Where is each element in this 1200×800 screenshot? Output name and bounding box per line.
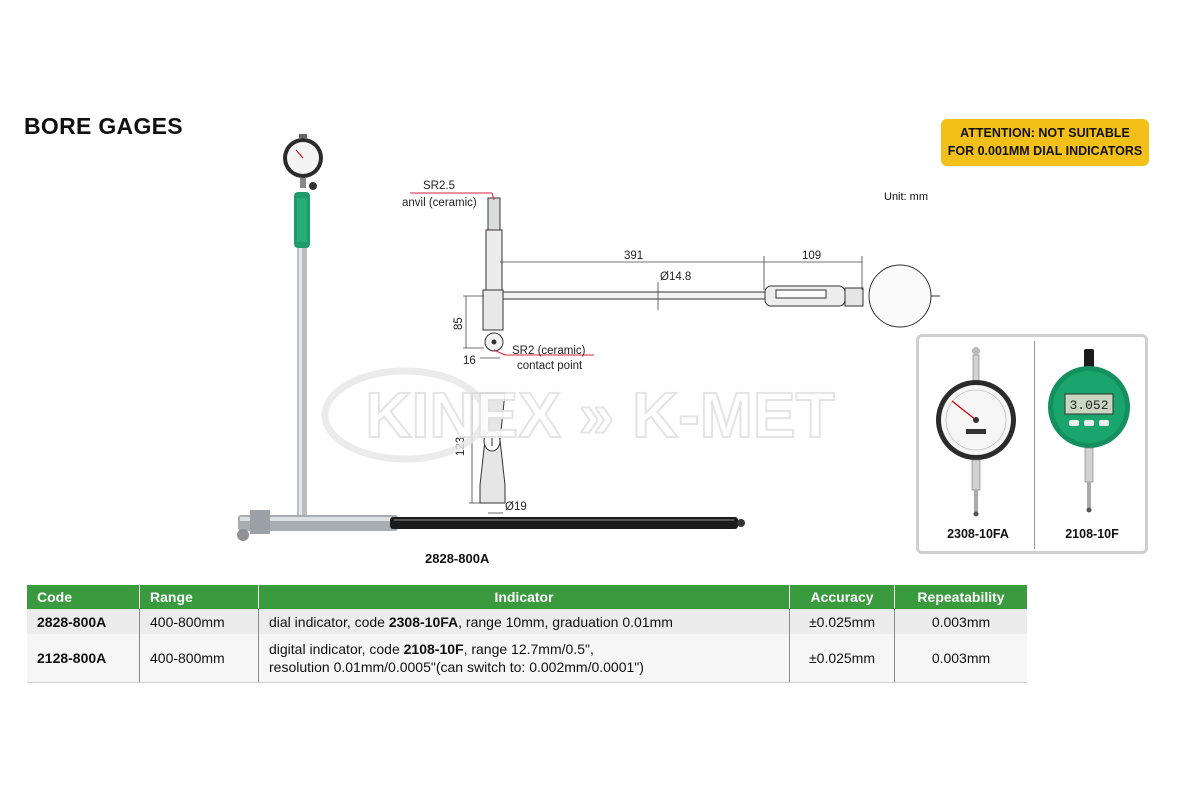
length-handle-dim: 109 [802, 250, 821, 262]
header-code: Code [27, 585, 140, 609]
header-repeatability: Repeatability [894, 585, 1027, 609]
dial-indicator-label: 2308-10FA [947, 527, 1009, 541]
digital-indicator-image: 3.052 [1048, 349, 1130, 513]
header-range: Range [139, 585, 259, 609]
cell-indicator: digital indicator, code 2108-10F, range … [258, 634, 790, 683]
digital-indicator-label: 2108-10F [1065, 527, 1119, 541]
table-row: 2828-800A 400-800mm dial indicator, code… [27, 609, 1027, 634]
divider [1034, 341, 1035, 549]
body-diameter-dim: Ø19 [505, 501, 527, 513]
attention-line-2: FOR 0.001MM DIAL INDICATORS [947, 144, 1143, 158]
digital-display: 3.052 [1069, 398, 1108, 413]
table-row: 2128-800A 400-800mm digital indicator, c… [27, 634, 1027, 683]
header-indicator: Indicator [258, 585, 790, 609]
cell-code: 2828-800A [27, 609, 140, 634]
cell-range: 400-800mm [139, 609, 259, 634]
anvil-dim: SR2.5 [423, 180, 455, 192]
anvil-label: anvil (ceramic) [402, 197, 477, 209]
spec-table: Code Range Indicator Accuracy Repeatabil… [27, 585, 1027, 683]
table-header-row: Code Range Indicator Accuracy Repeatabil… [27, 585, 1027, 609]
dimension-leaders [410, 192, 594, 356]
body-section [479, 392, 506, 504]
cell-code: 2128-800A [27, 634, 140, 683]
attention-line-1: ATTENTION: NOT SUITABLE [960, 126, 1130, 140]
contact-dim: SR2 (ceramic) [512, 345, 586, 357]
attention-badge: ATTENTION: NOT SUITABLE FOR 0.001MM DIAL… [941, 119, 1149, 166]
indicator-images: 3.052 2308-10FA 2108-10F [916, 334, 1148, 554]
body-height-dim: 123 [455, 437, 467, 456]
cell-indicator: dial indicator, code 2308-10FA, range 10… [258, 609, 790, 634]
head-height-dim: 85 [453, 317, 465, 330]
header-accuracy: Accuracy [789, 585, 895, 609]
cell-accuracy: ±0.025mm [789, 634, 895, 683]
indicator-drawings: 3.052 [936, 347, 1130, 517]
contact-label: contact point [517, 360, 583, 372]
unit-label: Unit: mm [884, 191, 928, 203]
model-label: 2828-800A [425, 551, 490, 566]
dial-indicator-image [936, 347, 1016, 517]
length-main-dim: 391 [624, 250, 643, 262]
cell-repeatability: 0.003mm [894, 609, 1027, 634]
head-width-dim: 16 [463, 355, 476, 367]
page-title: BORE GAGES [24, 113, 183, 139]
rod-diameter-dim: Ø14.8 [660, 271, 691, 283]
bore-gage-photo [237, 134, 745, 541]
cell-range: 400-800mm [139, 634, 259, 683]
cell-repeatability: 0.003mm [894, 634, 1027, 683]
cell-accuracy: ±0.025mm [789, 609, 895, 634]
schematic-drawing [482, 197, 940, 352]
